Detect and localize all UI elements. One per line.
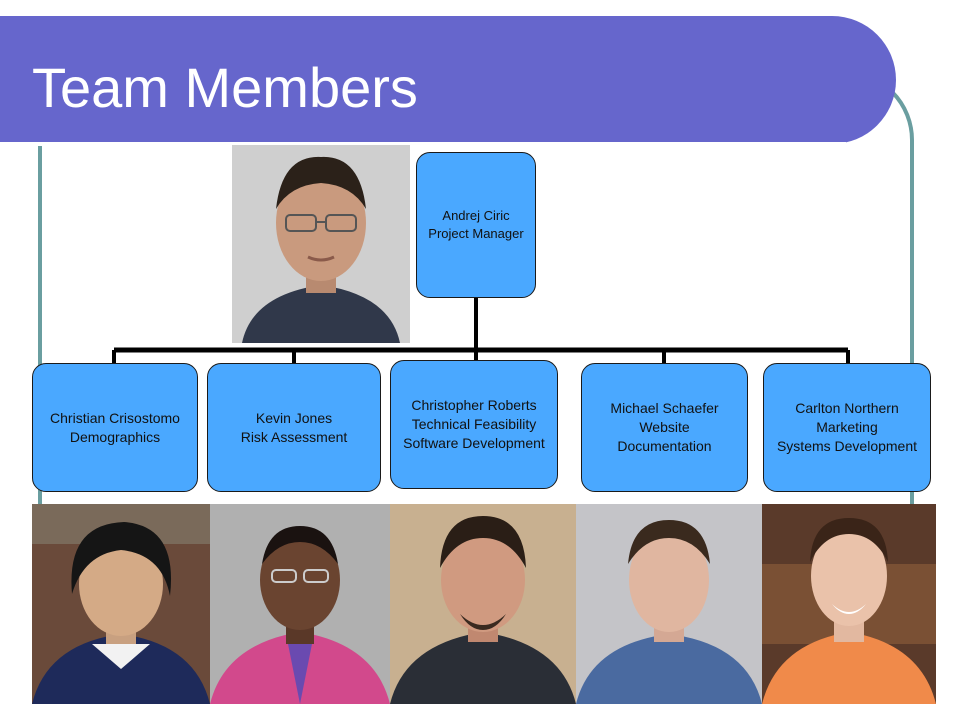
org-node-member-3: Christopher Roberts Technical Feasibilit…: [390, 360, 558, 489]
org-node-member-4: Michael Schaefer Website Documentation: [581, 363, 748, 492]
title-bar: Team Members: [0, 16, 896, 146]
org-node-name: Andrej Ciric: [442, 208, 510, 223]
org-node-name: Carlton Northern: [795, 400, 899, 416]
org-node-role: Software Development: [403, 435, 545, 451]
project-manager-photo: [232, 145, 410, 343]
org-node-root: Andrej Ciric Project Manager: [416, 152, 536, 298]
slide-title: Team Members: [32, 56, 418, 119]
org-node-role: Risk Assessment: [240, 428, 348, 445]
org-node-role: Systems Development: [776, 438, 918, 454]
member-photo-1: [32, 504, 210, 704]
org-node-name: Christian Crisostomo: [50, 409, 180, 426]
org-node-role: Website: [639, 419, 690, 435]
member-photo-5: [762, 504, 936, 704]
org-node-role: Demographics: [69, 428, 161, 445]
org-node-member-2: Kevin Jones Risk Assessment: [207, 363, 381, 492]
org-node-member-5: Carlton Northern Marketing Systems Devel…: [763, 363, 931, 492]
title-underline: [0, 142, 846, 146]
org-node-member-1: Christian Crisostomo Demographics: [32, 363, 198, 492]
org-node-role: Project Manager: [428, 226, 524, 241]
org-node-name: Kevin Jones: [255, 409, 333, 426]
org-node-role: Technical Feasibility: [411, 416, 537, 432]
org-node-role: Marketing: [816, 419, 878, 435]
org-node-name: Christopher Roberts: [411, 397, 537, 413]
org-node-name: Michael Schaefer: [610, 400, 719, 416]
org-node-role: Documentation: [617, 438, 712, 454]
member-photo-2: [210, 504, 390, 704]
member-photo-4: [576, 504, 762, 704]
member-photo-3: [390, 504, 576, 704]
